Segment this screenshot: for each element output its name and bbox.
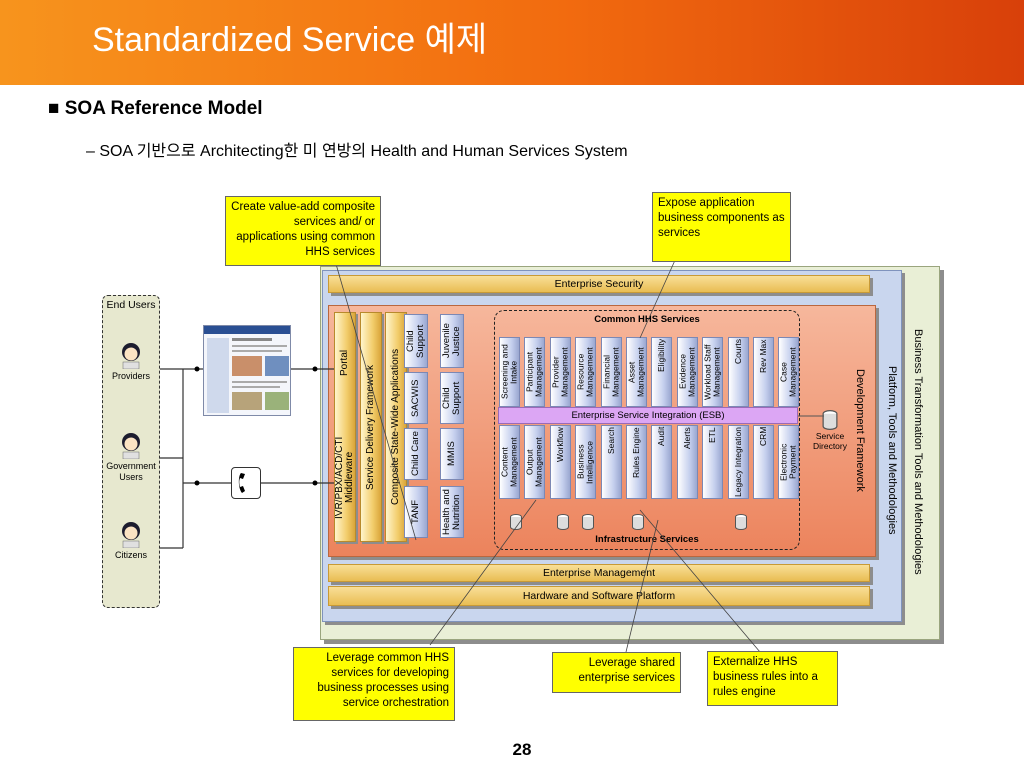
phone-icon bbox=[231, 467, 261, 499]
common-hhs-services-title: Common HHS Services bbox=[594, 314, 700, 325]
service-delivery-column bbox=[360, 312, 382, 542]
service-column bbox=[499, 425, 520, 499]
service-column bbox=[549, 425, 571, 499]
app-mmis bbox=[440, 428, 464, 480]
service-column bbox=[676, 425, 698, 499]
portal-screenshot-thumbnail bbox=[203, 325, 291, 416]
composite-apps-column bbox=[385, 312, 407, 542]
service-column bbox=[575, 425, 597, 499]
providers-label: Providers bbox=[111, 371, 150, 381]
provider-person-icon bbox=[122, 343, 140, 369]
app-child-support-1 bbox=[404, 314, 428, 368]
service-column bbox=[549, 337, 571, 407]
service-column bbox=[753, 337, 774, 407]
callout-shared-services: Leverage shared enterprise services bbox=[552, 652, 681, 693]
service-column bbox=[626, 337, 647, 407]
service-directory-icon bbox=[822, 410, 838, 430]
app-child-care bbox=[404, 428, 428, 480]
enterprise-management-bar: Enterprise Management bbox=[328, 564, 870, 582]
service-column bbox=[778, 337, 800, 407]
platform-tools-label: Platform, Tools and Methodologies bbox=[886, 365, 898, 535]
callout-expose-components: Expose application business components a… bbox=[652, 192, 791, 262]
callout-service-orchestration: Leverage common HHS services for develop… bbox=[293, 647, 455, 721]
citizens-label: Citizens bbox=[114, 550, 147, 560]
enterprise-security-bar: Enterprise Security bbox=[328, 275, 870, 293]
esb-directory-connector bbox=[798, 415, 824, 417]
service-column bbox=[524, 337, 546, 407]
service-column bbox=[753, 425, 774, 499]
service-column bbox=[702, 337, 724, 407]
database-icon bbox=[557, 514, 569, 530]
service-column bbox=[702, 425, 724, 499]
database-icon bbox=[510, 514, 522, 530]
infrastructure-services-title: Infrastructure Services bbox=[595, 534, 699, 545]
citizen-person-icon bbox=[122, 522, 140, 548]
callout-rules-engine: Externalize HHS business rules into a ru… bbox=[707, 651, 838, 706]
hardware-platform-bar: Hardware and Software Platform bbox=[328, 586, 870, 606]
sub-bullet: – SOA 기반으로 Architecting한 미 연방의 Health an… bbox=[86, 143, 628, 160]
esb-bar bbox=[498, 407, 798, 424]
database-icon bbox=[632, 514, 644, 530]
government-users-label: Government Users bbox=[106, 461, 156, 482]
service-column bbox=[676, 337, 698, 407]
common-hhs-services-region bbox=[494, 310, 800, 550]
service-column bbox=[626, 425, 647, 499]
end-users-header: End Users bbox=[106, 299, 156, 311]
callout-composite-services: Create value-add composite services and/… bbox=[225, 196, 381, 266]
app-child-support-2 bbox=[440, 372, 464, 424]
service-column bbox=[600, 337, 622, 407]
service-column bbox=[524, 425, 546, 499]
service-column bbox=[651, 337, 673, 407]
esb-label: Enterprise Service Integration (ESB) bbox=[571, 410, 725, 421]
service-directory-label: Service Directory bbox=[812, 431, 847, 451]
service-column bbox=[651, 425, 673, 499]
app-juvenile-justice bbox=[440, 314, 464, 368]
service-column bbox=[727, 337, 749, 407]
business-transformation-label: Business Transformation Tools and Method… bbox=[912, 329, 924, 575]
bullet-heading: ■ SOA Reference Model bbox=[48, 98, 263, 119]
app-health-nutrition bbox=[440, 486, 464, 538]
service-column bbox=[499, 337, 520, 407]
slide-title: Standardized Service 예제 bbox=[92, 21, 488, 59]
page-number: 28 bbox=[512, 740, 532, 759]
service-column bbox=[778, 425, 800, 499]
service-column bbox=[600, 425, 622, 499]
service-column bbox=[727, 425, 749, 499]
development-framework-label: Development Framework bbox=[854, 368, 866, 492]
database-icon bbox=[735, 514, 747, 530]
app-sacwis bbox=[404, 372, 428, 424]
portal-ivr-column bbox=[334, 312, 356, 542]
government-person-icon bbox=[122, 433, 140, 459]
service-column bbox=[575, 337, 597, 407]
slide-header bbox=[0, 0, 1024, 85]
database-icon bbox=[582, 514, 594, 530]
